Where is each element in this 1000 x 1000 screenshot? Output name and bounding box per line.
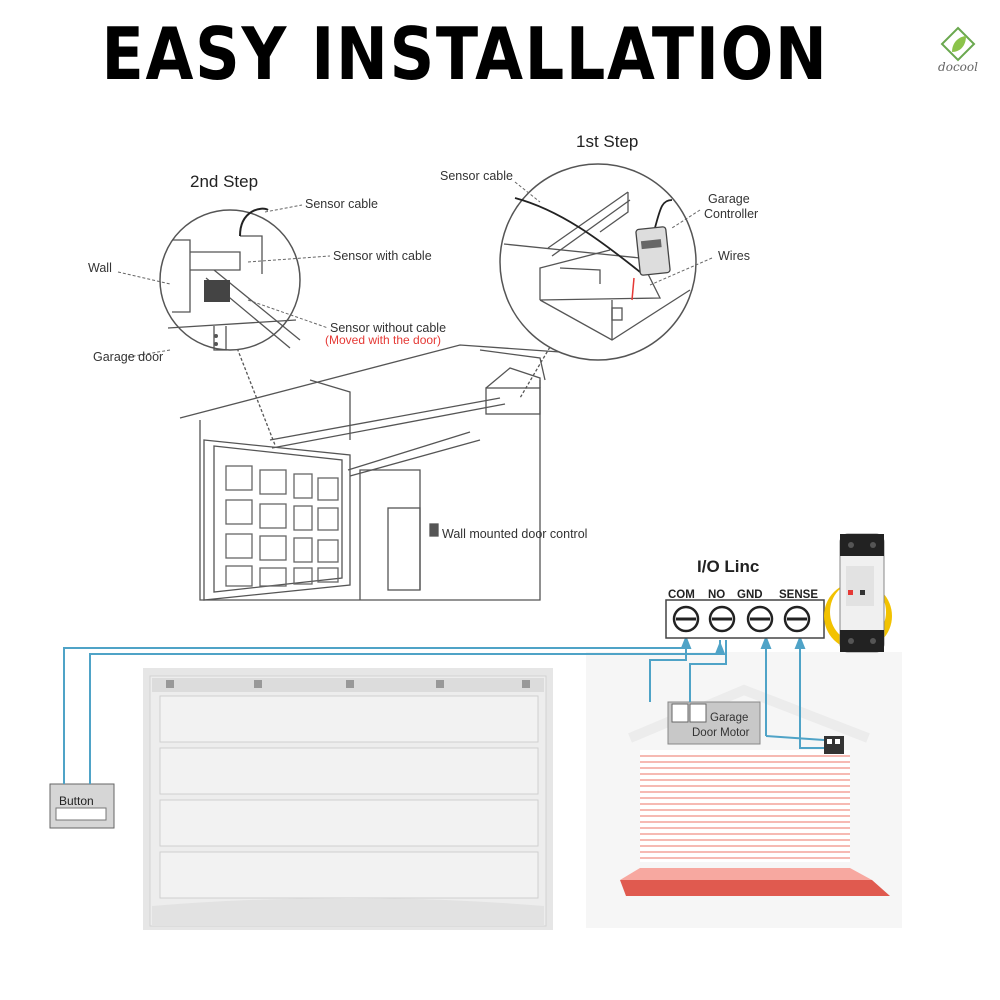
- label-garage-controller-1: Garage: [708, 192, 750, 206]
- wires: [63, 635, 825, 784]
- label-step2-sensor-cable: Sensor cable: [305, 197, 378, 211]
- label-wires: Wires: [718, 249, 750, 263]
- page-title: EASY INSTALLATION: [101, 12, 829, 96]
- terminal-com: COM: [668, 589, 695, 601]
- garage-door-motor: [667, 701, 761, 745]
- motor-label-2: Door Motor: [692, 727, 750, 739]
- terminal-sense: SENSE: [779, 589, 818, 601]
- garage-line-drawing: [179, 329, 561, 601]
- io-linc-title: I/O Linc: [697, 557, 759, 576]
- label-sensor-with-cable: Sensor with cable: [333, 249, 432, 263]
- label-moved-note: (Moved with the door): [325, 333, 441, 347]
- label-garage-controller-2: Controller: [704, 207, 758, 221]
- terminal-no: NO: [708, 589, 725, 601]
- button-box: [49, 783, 115, 829]
- logo-text: docool: [938, 60, 978, 74]
- garage-door-panel-illustration: [143, 668, 553, 930]
- label-garage-door: Garage door: [93, 350, 163, 364]
- label-wall: Wall: [88, 261, 112, 275]
- terminal-gnd: GND: [737, 589, 763, 601]
- label-sensor-without-cable: Sensor without cable: [330, 321, 446, 335]
- house-illustration: [586, 652, 902, 928]
- motor-label-1: Garage: [710, 712, 748, 724]
- step2-detail: [117, 204, 331, 358]
- step2-title: 2nd Step: [190, 172, 258, 191]
- door-sensor: [824, 736, 844, 754]
- button-label: Button: [59, 794, 94, 808]
- step1-title: 1st Step: [576, 132, 638, 151]
- smart-controller-device: [824, 533, 892, 653]
- leaf-diamond-icon: [940, 26, 976, 62]
- label-step1-sensor-cable: Sensor cable: [440, 169, 513, 183]
- step1-detail: [499, 163, 713, 361]
- label-wall-control: Wall mounted door control: [442, 527, 587, 541]
- io-linc-terminal-block: [665, 599, 825, 639]
